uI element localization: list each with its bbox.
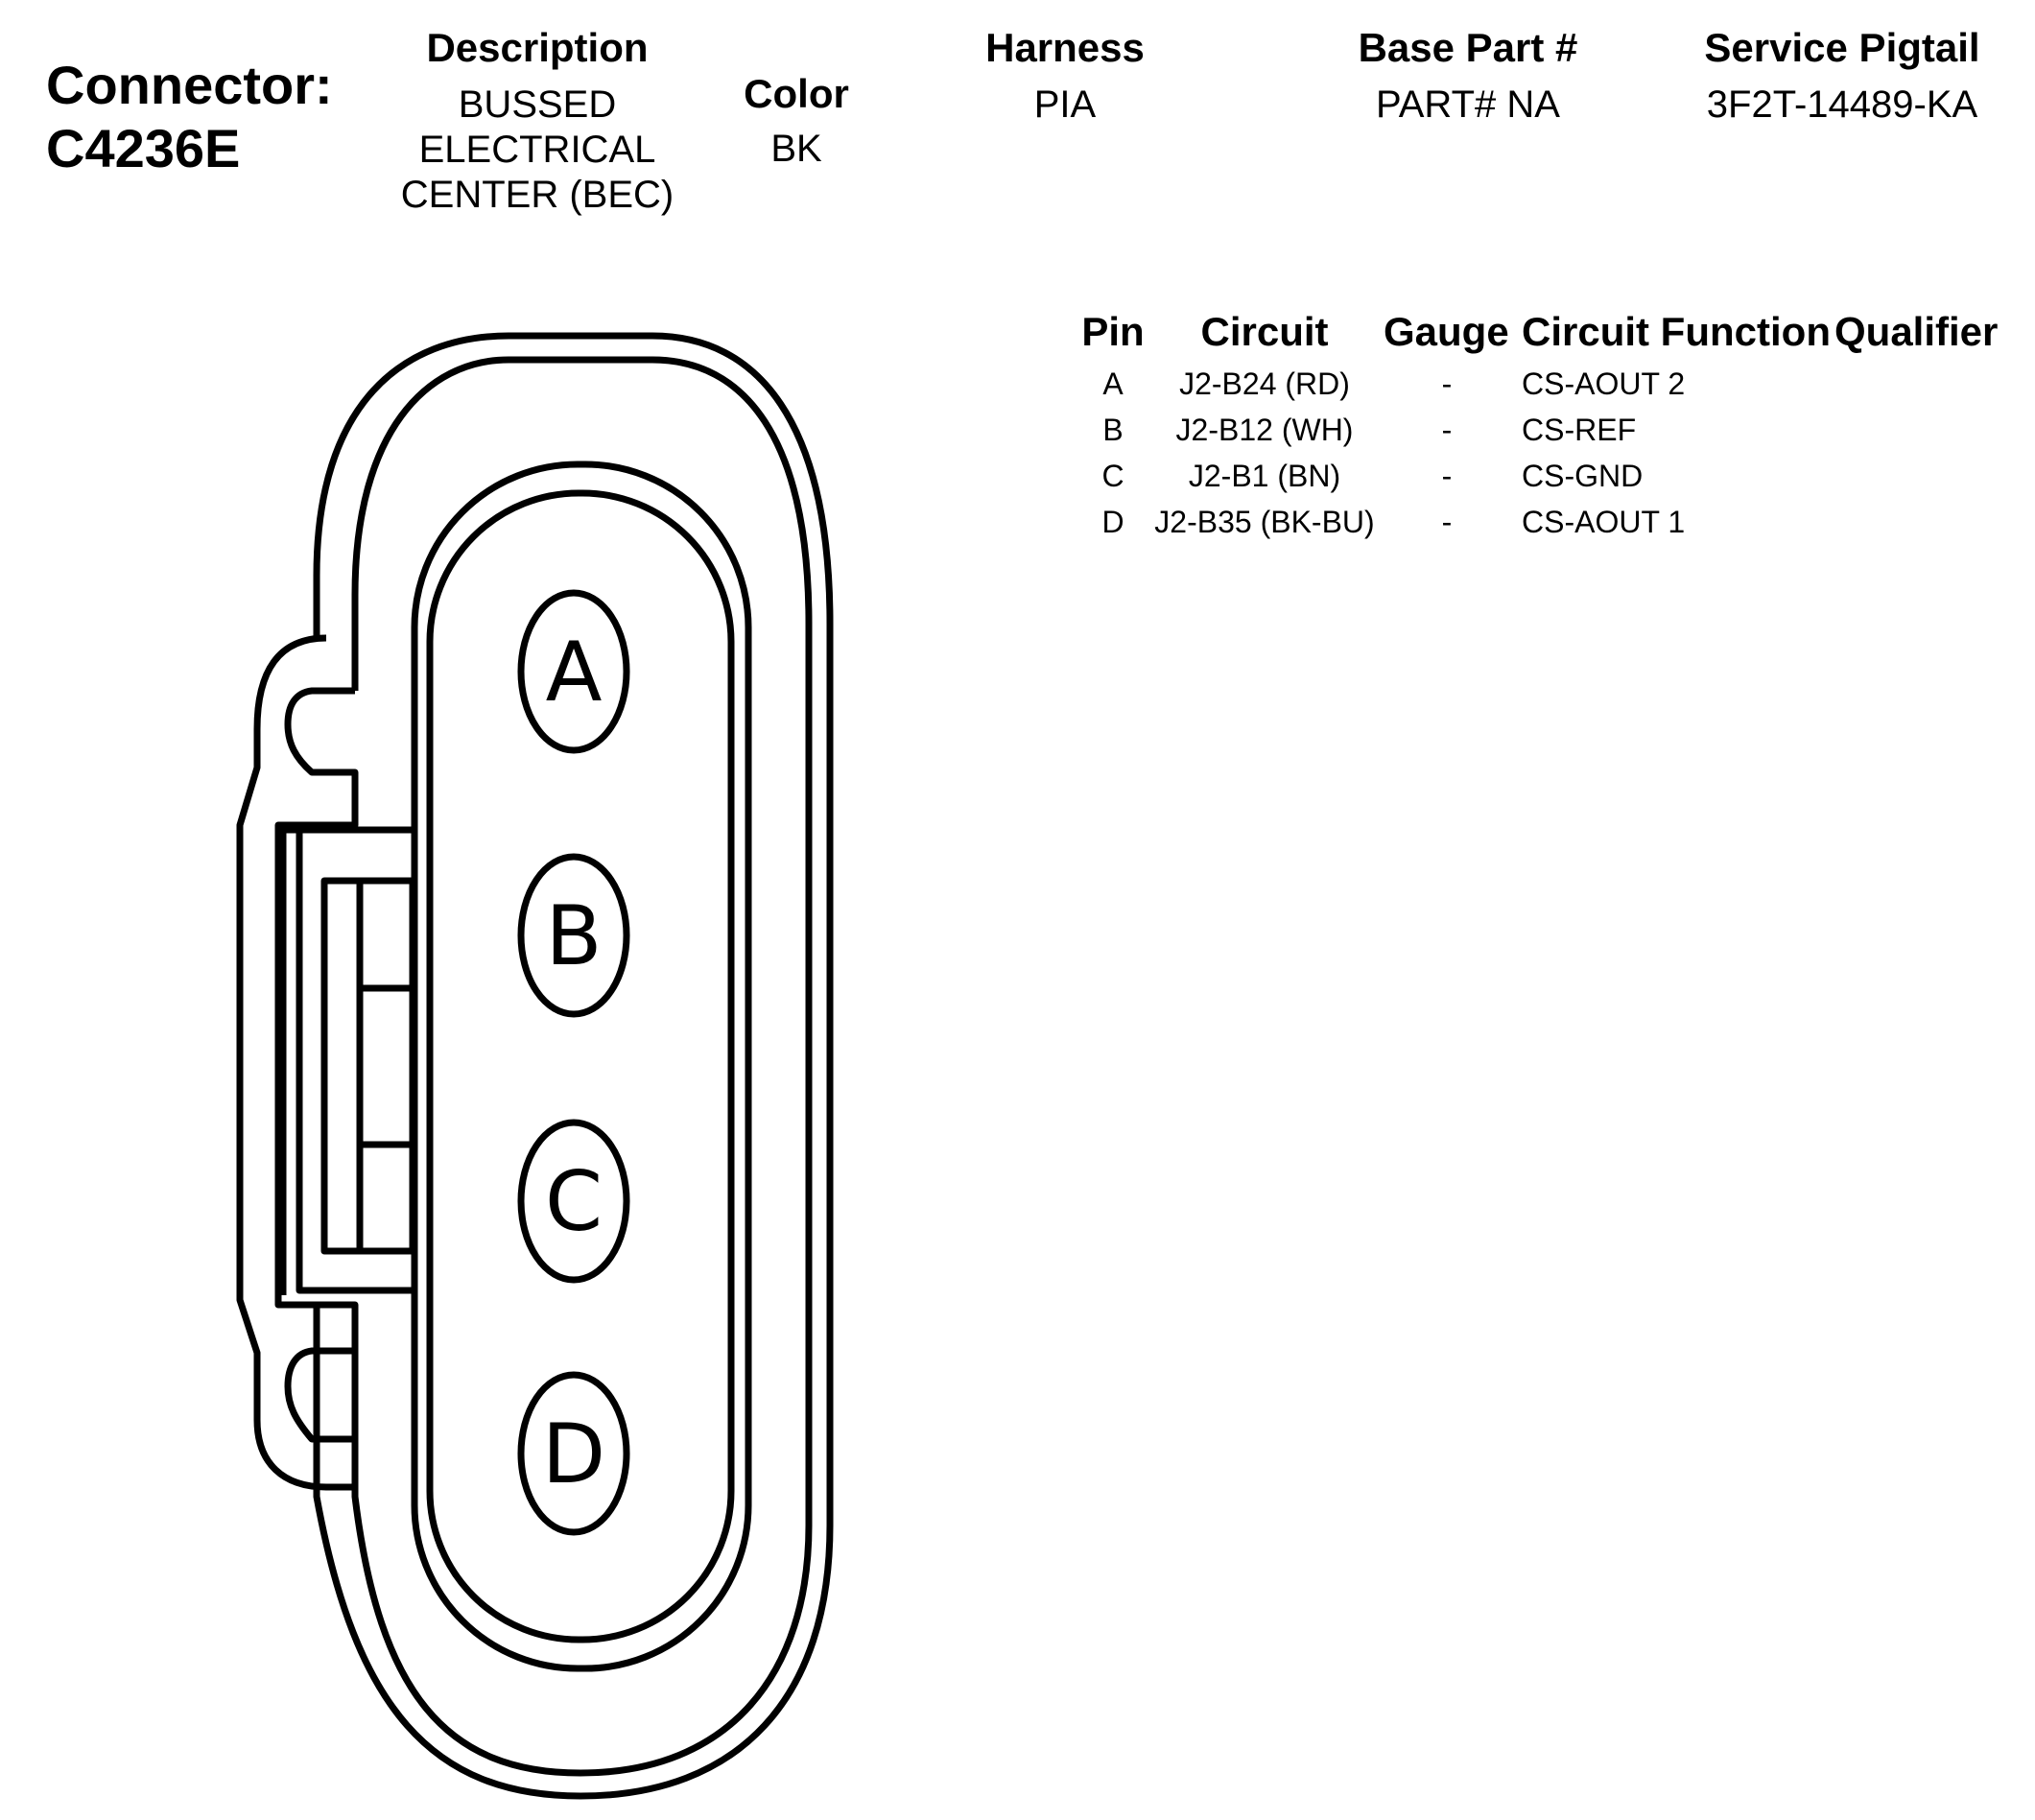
row-function: CS-AOUT 2 [1522,366,1686,401]
latch-inner-outline [279,826,413,1295]
row-circuit: J2-B35 (BK-BU) [1154,505,1375,539]
pin-cavity-outer [411,461,752,1672]
column-header-circuit-function: Circuit Function [1522,309,1831,354]
pin-d: D [517,1371,630,1536]
service-pigtail-value: 3F2T-14489-KA [1706,83,1978,126]
row-circuit: J2-B12 (WH) [1175,413,1354,447]
pin-b-label: B [546,888,603,984]
column-header-pin: Pin [1081,309,1145,354]
description-line-3: CENTER (BEC) [400,174,674,216]
table-row: B J2-B12 (WH) - CS-REF [1055,413,2015,455]
color-value: BK [770,128,822,170]
row-gauge: - [1441,413,1453,447]
pin-group: A B C D [517,589,630,1536]
base-part-title: Base Part # [1358,25,1578,70]
pin-c-outline [517,1119,630,1284]
harness-title: Harness [985,25,1145,70]
connector-label: Connector: [46,55,333,115]
service-pigtail-title: Service Pigtail [1704,25,1980,70]
row-circuit: J2-B24 (RD) [1179,366,1350,401]
row-pin: D [1101,505,1124,539]
column-header-gauge: Gauge [1384,309,1509,354]
row-circuit: J2-B1 (BN) [1188,459,1341,493]
pin-table: Pin Circuit Gauge Circuit Function Quali… [1055,309,2015,558]
table-row: D J2-B35 (BK-BU) - CS-AOUT 1 [1055,505,2015,547]
row-pin: A [1102,366,1124,401]
base-part-value: PART# NA [1376,83,1560,126]
pin-b: B [517,853,630,1018]
latch-tab [320,877,416,1255]
column-header-qualifier: Qualifier [1834,309,1999,354]
pin-a: A [517,589,630,754]
description-value: BUSSED ELECTRICAL CENTER (BEC) [365,83,710,218]
latch-outline [236,634,359,1491]
pin-b-outline [517,853,630,1018]
harness-value: PIA [1033,83,1097,126]
connector-heading: Connector: C4236E [46,54,333,180]
pin-d-label: D [542,1406,605,1502]
row-function: CS-GND [1522,459,1644,493]
table-row: A J2-B24 (RD) - CS-AOUT 2 [1055,366,2015,409]
pin-a-outline [517,589,630,754]
pin-cavity-inner [426,489,735,1643]
color-title: Color [744,71,849,116]
table-row: C J2-B1 (BN) - CS-GND [1055,459,2015,501]
pin-c: C [517,1119,630,1284]
pin-a-label: A [546,625,603,721]
description-title: Description [426,25,649,70]
description-line-1: BUSSED [458,83,617,126]
connector-id: C4236E [46,118,241,178]
description-line-2: ELECTRICAL [418,129,656,171]
row-gauge: - [1441,366,1453,401]
row-pin: B [1102,413,1124,447]
pin-d-outline [517,1371,630,1536]
row-function: CS-REF [1522,413,1637,447]
pin-c-label: C [545,1154,603,1250]
column-header-circuit: Circuit [1200,309,1329,354]
row-gauge: - [1441,505,1453,539]
row-function: CS-AOUT 1 [1522,505,1686,539]
row-gauge: - [1441,459,1453,493]
housing-outer-inner-outline [351,356,813,1777]
row-pin: C [1101,459,1124,493]
housing-outer-outline [313,332,834,1800]
